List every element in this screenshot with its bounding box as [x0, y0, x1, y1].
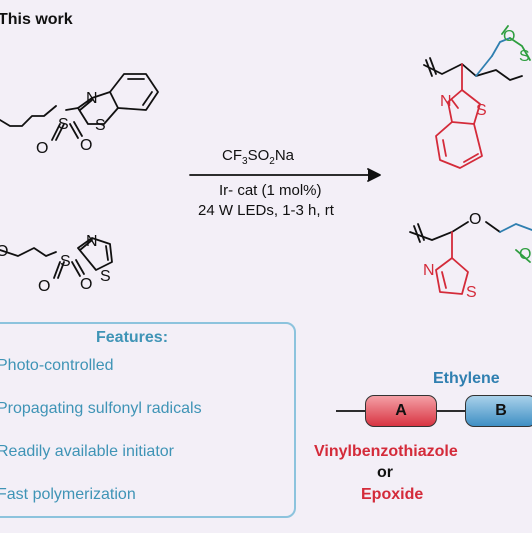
feature-item: Photo-controlled: [0, 357, 114, 374]
atom-o-2: O: [0, 243, 9, 260]
benzothiazole1-benzene: [109, 73, 159, 111]
catalyst-label: Ir- cat (1 mol%): [219, 182, 322, 199]
atom-n-1: N: [86, 90, 98, 107]
product1-ethylene-link: [475, 55, 493, 77]
feature-item: Readily available initiator: [0, 443, 174, 460]
or-label: or: [377, 464, 393, 481]
product2-sulfonyl: [515, 249, 531, 263]
product2-ethylene-link: [499, 223, 532, 233]
atom-n-product1: N: [440, 93, 452, 110]
epoxide-label: Epoxide: [361, 486, 424, 503]
atom-o-2a: O: [38, 278, 51, 295]
atom-o-1b: O: [80, 137, 93, 154]
atom-o-product1: O: [503, 28, 516, 45]
atom-s-product1-ring: S: [476, 102, 487, 119]
atom-o-2b: O: [80, 276, 93, 293]
feature-item: Propagating sulfonyl radicals: [0, 400, 202, 417]
product1-benzene-ring: [435, 121, 483, 169]
thiazole2-ring: [77, 237, 113, 271]
product1-thiazole-ring: [447, 89, 481, 125]
product1-backbone: [423, 63, 523, 81]
block-a: A: [365, 395, 437, 427]
sulfone1-o-bond-left: [51, 123, 61, 141]
monomer1-sulfone-bonds: [65, 107, 79, 111]
atom-s-2: S: [100, 268, 111, 285]
atom-s-1: S: [95, 117, 106, 134]
atom-o-1a: O: [36, 140, 49, 157]
atom-o-product2-green: O: [519, 246, 532, 263]
product2-thiazole-ring: [435, 257, 469, 295]
block-b: B: [465, 395, 532, 427]
ethylene-label: Ethylene: [433, 370, 500, 387]
atom-o-product2: O: [469, 211, 482, 228]
monomer1-chain: [0, 105, 57, 127]
feature-item: Fast polymerization: [0, 486, 136, 503]
section-title: This work: [0, 11, 73, 28]
conditions-label: 24 W LEDs, 1-3 h, rt: [198, 202, 334, 219]
features-title: Features:: [96, 329, 169, 346]
vinyl-label: Vinylbenzothiazole: [314, 443, 458, 460]
reagent-label: CF3SO2Na: [222, 147, 294, 167]
atom-n-product2: N: [423, 262, 435, 279]
product2-backbone: [409, 221, 469, 241]
atom-n-2: N: [86, 233, 98, 250]
features-box: [0, 322, 296, 518]
atom-s-product1: S: [519, 48, 530, 65]
monomer2-chain: [0, 247, 57, 257]
atom-s-product2-ring: S: [466, 284, 477, 301]
atom-s-sulfone-1: S: [58, 116, 69, 133]
sulfone1-o-bond-right: [69, 123, 79, 139]
atom-s-sulfone-2: S: [60, 253, 71, 270]
product1-sulfonyl: [509, 37, 531, 61]
